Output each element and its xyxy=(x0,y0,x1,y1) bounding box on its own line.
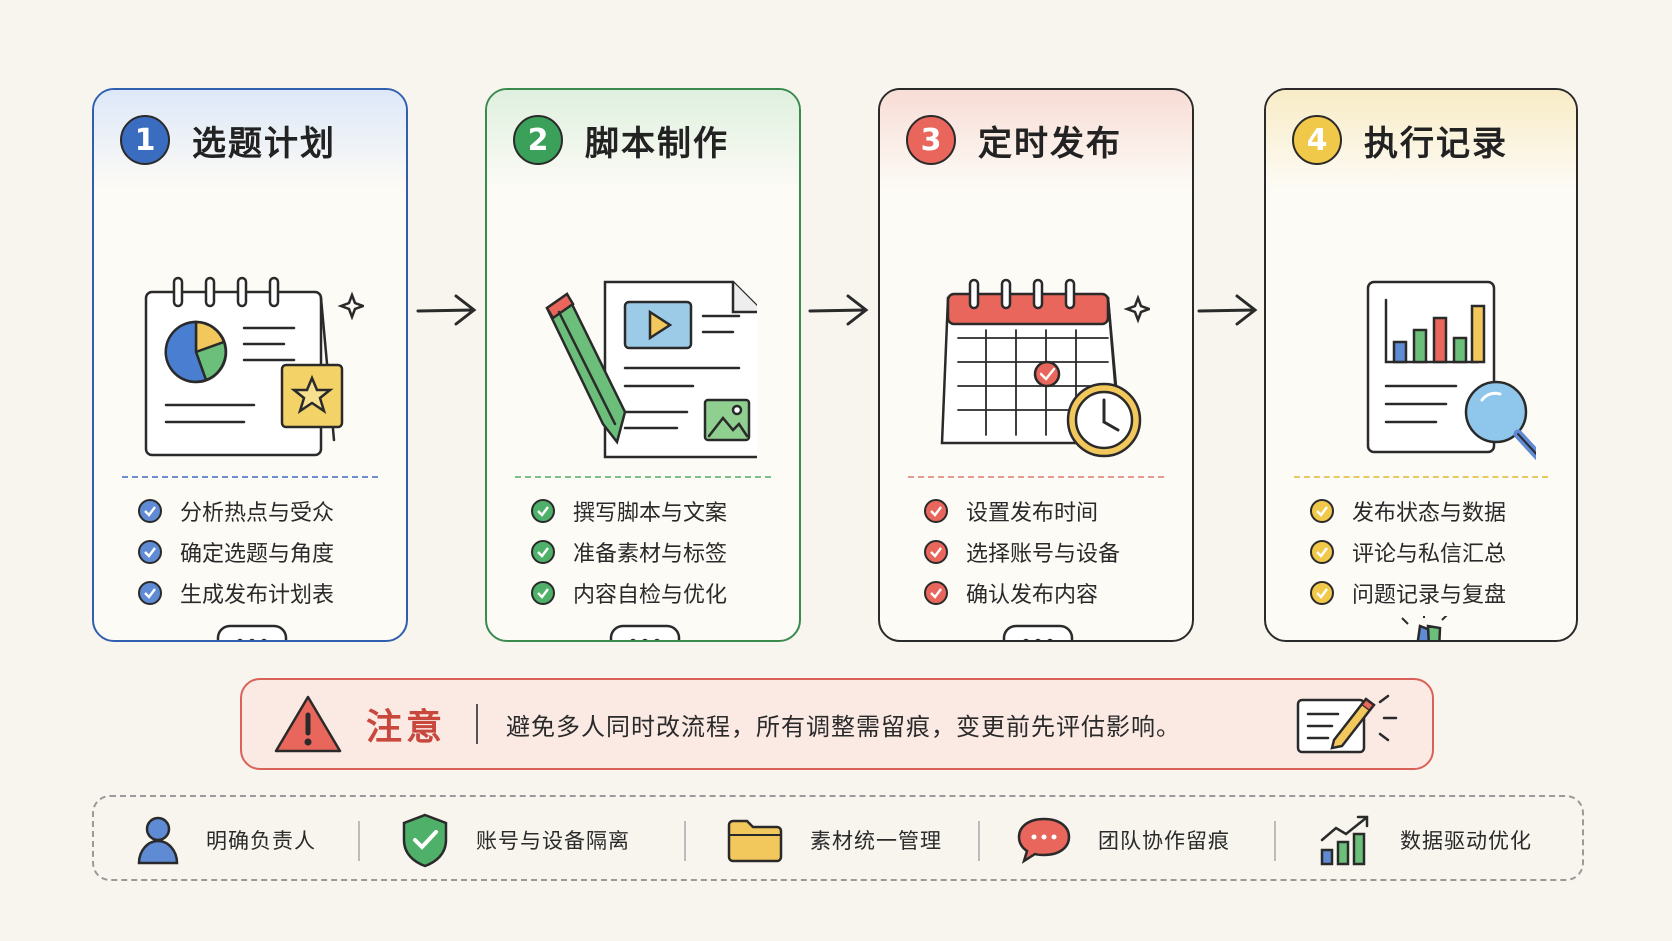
feature-separator xyxy=(978,821,980,861)
step-card-4: 4 执行记录 发布状态与数据 评论与私信汇总 问题记录与复盘 xyxy=(1264,88,1578,642)
step-header: 1 选题计划 xyxy=(94,90,406,190)
check-icon xyxy=(924,498,948,523)
feature-label: 明确负责人 xyxy=(206,829,316,853)
feature-label: 账号与设备隔离 xyxy=(476,829,630,853)
chat-bubble-icon xyxy=(1017,817,1071,864)
step-card-2: 2 脚本制作 撰写脚本与文案 准备素材与标签 内容自检与优化 xyxy=(485,88,801,642)
step-card-1: 1 选题计划 分析热点与受众 确定选题与角度 生成发布计划表 xyxy=(92,88,408,642)
team-discussion-icon xyxy=(1002,624,1074,640)
calendar-clock-icon xyxy=(940,278,1150,458)
feature-item: 素材统一管理 xyxy=(726,797,942,883)
section-divider xyxy=(515,476,771,478)
step-header: 3 定时发布 xyxy=(880,90,1192,190)
list-item: 内容自检与优化 xyxy=(531,572,727,613)
folder-icon xyxy=(727,819,783,863)
feature-item: 明确负责人 xyxy=(136,797,316,883)
step-title: 执行记录 xyxy=(1364,123,1508,164)
check-icon xyxy=(924,580,948,605)
list-item: 选择账号与设备 xyxy=(924,531,1120,572)
check-icon xyxy=(1310,498,1334,523)
check-icon xyxy=(138,580,162,605)
step-title: 选题计划 xyxy=(192,123,336,164)
notice-separator xyxy=(476,704,479,744)
step-task-list: 撰写脚本与文案 准备素材与标签 内容自检与优化 xyxy=(531,490,727,613)
step-number-badge: 3 xyxy=(906,115,956,165)
check-icon xyxy=(924,539,948,564)
notice-text: 避免多人同时改流程，所有调整需留痕，变更前先评估影响。 xyxy=(506,712,1182,741)
feature-bar: 明确负责人 账号与设备隔离 素材统一管理 团队协作留痕 xyxy=(92,795,1584,881)
list-item: 发布状态与数据 xyxy=(1310,490,1506,531)
planning-notebook-icon xyxy=(144,276,364,457)
arrow-right-icon xyxy=(808,294,869,326)
section-divider xyxy=(908,476,1164,478)
feature-item: 账号与设备隔离 xyxy=(400,797,630,883)
check-icon xyxy=(138,498,162,523)
step-number-badge: 4 xyxy=(1292,115,1342,165)
growth-chart-icon xyxy=(1320,815,1369,866)
list-item: 准备素材与标签 xyxy=(531,531,727,572)
list-item: 撰写脚本与文案 xyxy=(531,490,727,531)
step-number-badge: 2 xyxy=(513,115,563,165)
section-divider xyxy=(1294,476,1548,478)
team-discussion-icon xyxy=(216,624,288,640)
feature-label: 团队协作留痕 xyxy=(1098,829,1230,853)
warning-icon xyxy=(274,695,342,753)
step-card-3: 3 定时发布 设置发布时间 选择账号与设备 确认发布内容 xyxy=(878,88,1194,642)
step-number-badge: 1 xyxy=(120,115,170,165)
list-item: 确认发布内容 xyxy=(924,572,1120,613)
notice-banner: 注意 避免多人同时改流程，所有调整需留痕，变更前先评估影响。 xyxy=(240,678,1434,770)
list-item: 分析热点与受众 xyxy=(138,490,334,531)
check-icon xyxy=(1310,539,1334,564)
edit-note-icon xyxy=(1296,694,1398,754)
list-item: 设置发布时间 xyxy=(924,490,1120,531)
list-item: 问题记录与复盘 xyxy=(1310,572,1506,613)
script-document-icon xyxy=(545,280,757,459)
check-icon xyxy=(531,539,555,564)
check-icon xyxy=(138,539,162,564)
shield-check-icon xyxy=(402,813,448,868)
feature-separator xyxy=(684,821,686,861)
step-header: 2 脚本制作 xyxy=(487,90,799,190)
step-task-list: 发布状态与数据 评论与私信汇总 问题记录与复盘 xyxy=(1310,490,1506,613)
step-task-list: 设置发布时间 选择账号与设备 确认发布内容 xyxy=(924,490,1120,613)
step-task-list: 分析热点与受众 确定选题与角度 生成发布计划表 xyxy=(138,490,334,613)
step-header: 4 执行记录 xyxy=(1266,90,1576,190)
check-icon xyxy=(1310,580,1334,605)
arrow-right-icon xyxy=(416,294,477,326)
feature-label: 数据驱动优化 xyxy=(1400,829,1532,853)
person-icon xyxy=(137,816,179,865)
high-five-icon xyxy=(1401,616,1448,640)
list-item: 确定选题与角度 xyxy=(138,531,334,572)
feature-separator xyxy=(1274,821,1276,861)
feature-item: 数据驱动优化 xyxy=(1318,797,1532,883)
arrow-right-icon xyxy=(1197,294,1258,326)
team-discussion-icon xyxy=(609,624,681,640)
section-divider xyxy=(122,476,378,478)
list-item: 评论与私信汇总 xyxy=(1310,531,1506,572)
report-magnifier-icon xyxy=(1366,280,1536,461)
step-title: 脚本制作 xyxy=(585,123,729,164)
check-icon xyxy=(531,580,555,605)
feature-separator xyxy=(358,821,360,861)
notice-label: 注意 xyxy=(366,707,447,748)
check-icon xyxy=(531,498,555,523)
list-item: 生成发布计划表 xyxy=(138,572,334,613)
step-title: 定时发布 xyxy=(978,123,1122,164)
feature-label: 素材统一管理 xyxy=(810,829,942,853)
feature-item: 团队协作留痕 xyxy=(1016,797,1230,883)
